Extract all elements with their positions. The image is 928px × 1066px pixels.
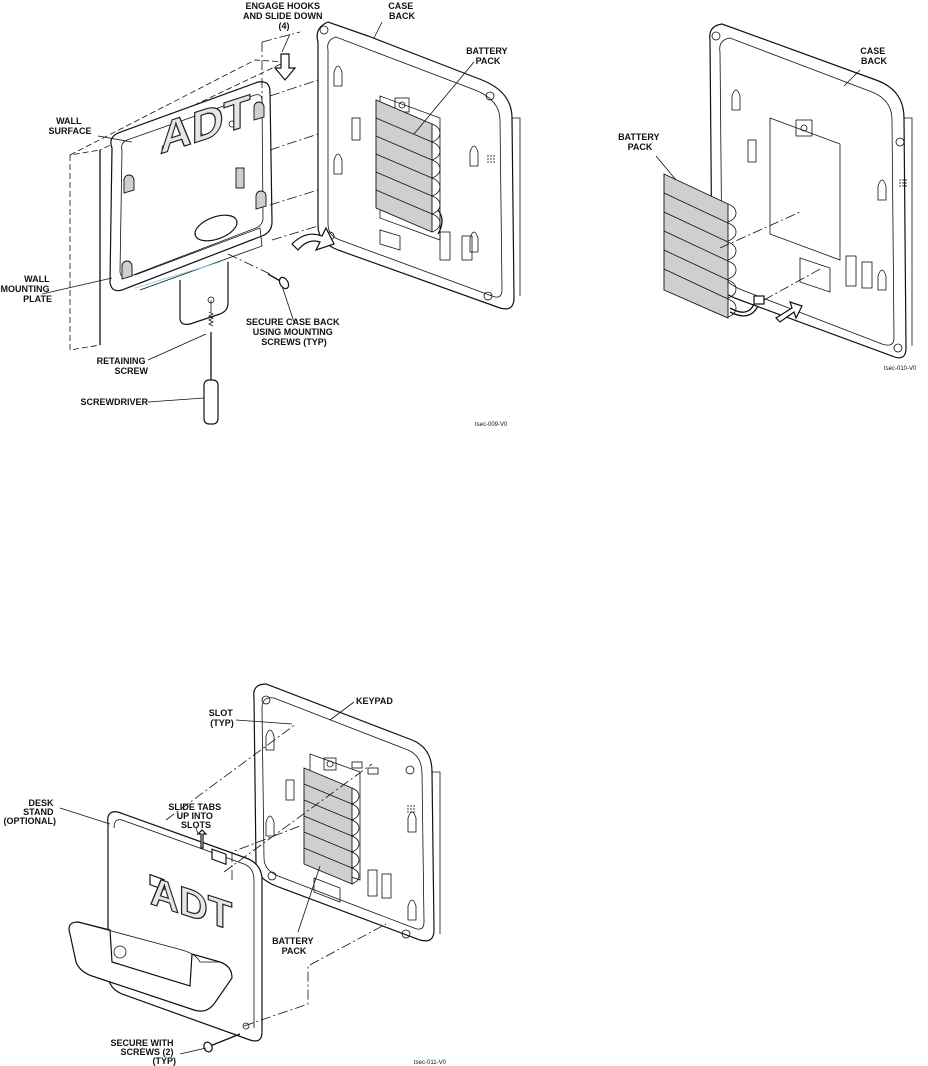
figure1-id: tsec-009-V0 [475, 422, 508, 428]
wall-mounting-plate: ADT [109, 81, 273, 325]
figure1-leaders [41, 21, 475, 403]
label-slot: SLOT (TYP) [209, 708, 236, 728]
label-screwdriver: SCREWDRIVER [80, 397, 148, 407]
label-wall-surface: WALL SURFACE [48, 116, 91, 136]
rotate-arrow [291, 226, 335, 252]
label-keypad: KEYPAD [356, 696, 393, 706]
figure3-leaders [59, 701, 355, 1055]
figure3-id: tsec-011-V0 [414, 1060, 447, 1066]
wall-surface [69, 59, 287, 351]
battery-pack [375, 99, 441, 233]
label-desk-stand: DESK STAND (OPTIONAL) [4, 798, 57, 826]
label-case-back: CASE BACK [860, 46, 888, 66]
label-engage-hooks: ENGAGE HOOKS AND SLIDE DOWN (4) [243, 1, 325, 31]
label-case-back: CASE BACK [388, 1, 416, 21]
label-secure-with-screws: SECURE WITH SCREWS (2) (TYP) [110, 1038, 176, 1066]
label-battery-pack: BATTERY PACK [618, 132, 662, 152]
label-retaining-screw: RETAINING SCREW [97, 356, 149, 376]
battery-pack [663, 173, 737, 319]
battery-pack [303, 767, 360, 885]
desk-stand-guides [165, 723, 387, 1027]
figure-battery-connect: CASE BACK BATTERY PACK tsec-010-V0 [618, 23, 917, 372]
retaining-screw [208, 300, 214, 327]
mounting-screw [227, 253, 290, 290]
engage-hooks-arrow [261, 31, 319, 241]
desk-screw [203, 1033, 241, 1053]
label-wall-mounting-plate: WALL MOUNTING PLATE [0, 274, 52, 304]
figure-wall-mounting: ADT [0, 1, 521, 428]
label-secure-case-back: SECURE CASE BACK USING MOUNTING SCREWS (… [246, 317, 342, 347]
insert-arrow [775, 301, 803, 323]
label-slide-tabs: SLIDE TABS UP INTO SLOTS [168, 802, 223, 830]
label-battery-pack: BATTERY PACK [272, 936, 316, 956]
screwdriver [203, 332, 219, 425]
battery-connector [719, 211, 823, 317]
desk-stand: ADT [68, 811, 263, 1042]
figure-desk-stand: ADT KEYPAD SLOT (TYP) [4, 683, 447, 1066]
label-battery-pack: BATTERY PACK [466, 46, 510, 66]
figure2-leaders [655, 69, 861, 181]
figure2-id: tsec-010-V0 [884, 366, 917, 372]
case-back [709, 23, 913, 359]
